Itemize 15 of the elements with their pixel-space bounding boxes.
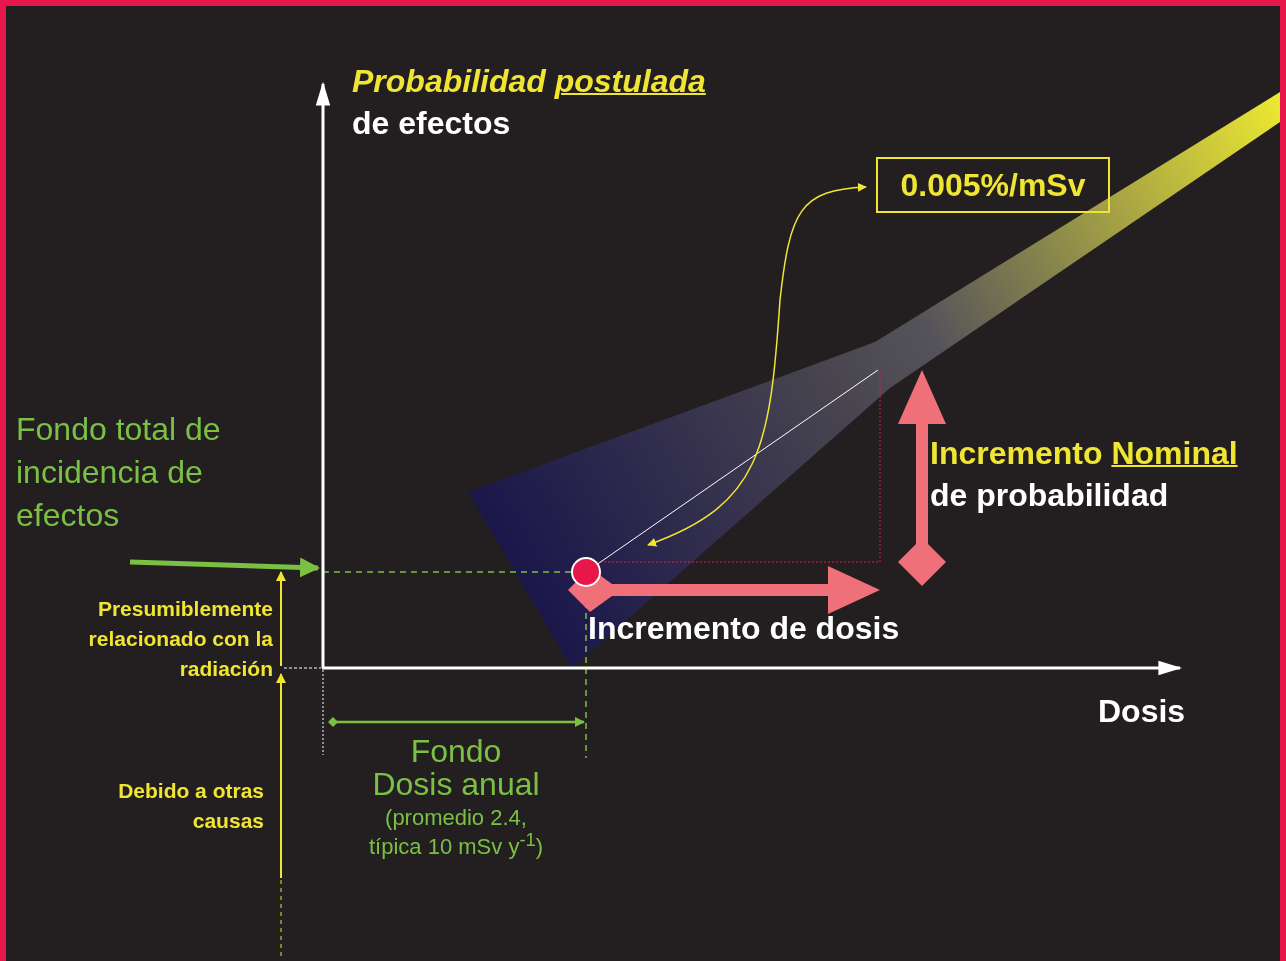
- annotation-text: Debido a otras causas: [117, 778, 264, 834]
- annotation-text: Presumiblemente relacionado con la radiación: [87, 596, 273, 682]
- dimension-label: Fondo: [409, 735, 503, 767]
- axis-annotation: Incremento Nominal: [930, 434, 1238, 473]
- dimension-note: (promedio 2.4, típica 10 mSv y$^{-1}$): [368, 807, 544, 859]
- axis-title: Probabilidad postulada: [352, 62, 706, 101]
- axis-annotation: de probabilidad: [930, 476, 1169, 515]
- arrow: [647, 183, 867, 547]
- dimension-label: Dosis anual: [371, 767, 541, 801]
- arrow: [129, 557, 320, 578]
- value-box: 0.005%/mSv: [876, 157, 1110, 213]
- annotation-text: Fondo total de incidencia de efectos: [16, 408, 231, 538]
- axis-title: Dosis: [1098, 692, 1186, 731]
- axis-title: de efectos: [352, 104, 511, 143]
- axis-annotation: Incremento de dosis: [588, 609, 900, 648]
